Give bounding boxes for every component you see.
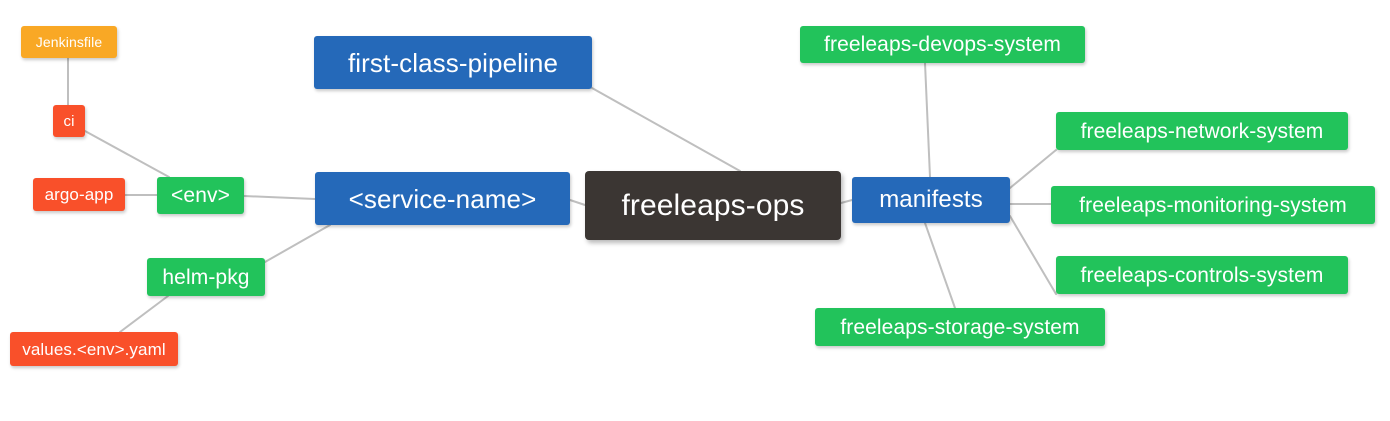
- edge-manifests-to-network-system: [1009, 149, 1057, 189]
- node-manifests[interactable]: manifests: [852, 177, 1010, 223]
- node-ci[interactable]: ci: [53, 105, 85, 137]
- node-devops-system[interactable]: freeleaps-devops-system: [800, 26, 1085, 63]
- node-values-yaml[interactable]: values.<env>.yaml: [10, 332, 178, 366]
- node-monitoring-system[interactable]: freeleaps-monitoring-system: [1051, 186, 1375, 224]
- edge-env-to-ci: [84, 130, 170, 178]
- edge-service-name-to-env: [243, 195, 316, 200]
- edge-freeleaps-ops-to-first-class-pipeline: [591, 87, 741, 172]
- node-jenkinsfile[interactable]: Jenkinsfile: [21, 26, 117, 58]
- node-first-class-pipeline[interactable]: first-class-pipeline: [314, 36, 592, 89]
- node-storage-system[interactable]: freeleaps-storage-system: [815, 308, 1105, 346]
- edge-freeleaps-ops-to-manifests: [840, 199, 853, 204]
- node-env[interactable]: <env>: [157, 177, 244, 214]
- node-network-system[interactable]: freeleaps-network-system: [1056, 112, 1348, 150]
- node-service-name[interactable]: <service-name>: [315, 172, 570, 225]
- node-freeleaps-ops[interactable]: freeleaps-ops: [585, 171, 841, 240]
- edge-service-name-to-helm-pkg: [264, 224, 331, 263]
- edge-manifests-to-controls-system: [1009, 215, 1057, 295]
- edge-manifests-to-devops-system: [924, 62, 931, 178]
- node-controls-system[interactable]: freeleaps-controls-system: [1056, 256, 1348, 294]
- edge-helm-pkg-to-values-yaml: [119, 295, 169, 333]
- node-argo-app[interactable]: argo-app: [33, 178, 125, 211]
- edge-freeleaps-ops-to-service-name: [569, 199, 586, 206]
- node-helm-pkg[interactable]: helm-pkg: [147, 258, 265, 296]
- edge-manifests-to-storage-system: [924, 222, 956, 309]
